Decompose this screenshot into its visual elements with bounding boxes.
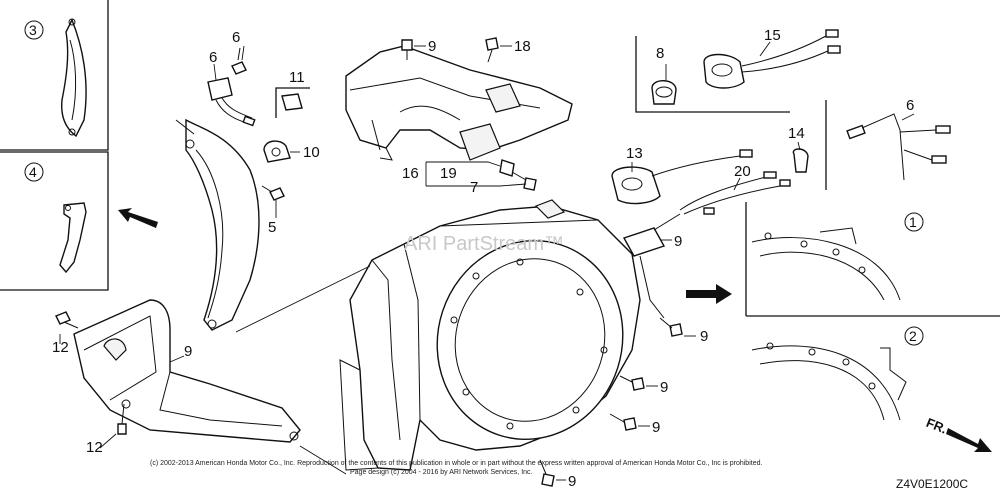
part-9-bolt-cover-a [619, 375, 645, 391]
label-part-9-a[interactable]: 12 [52, 339, 69, 356]
part-12-bolt-b [401, 39, 413, 60]
part-8-switch-harness [703, 29, 841, 89]
part-11-grommet [263, 140, 291, 163]
part-5-lower-guard [73, 299, 301, 443]
label-part-9-c[interactable]: 18 [514, 38, 531, 55]
part-19-bolt [511, 171, 537, 191]
label-part-9-b[interactable]: 12 [86, 439, 103, 456]
callout-1[interactable]: 1 [909, 214, 917, 230]
front-arrow-icon [946, 428, 992, 452]
part-15-clip [792, 148, 809, 173]
label-part-16[interactable]: 19 [440, 165, 457, 182]
label-part-14[interactable]: 20 [734, 163, 751, 180]
label-part-13[interactable]: 8 [656, 45, 664, 62]
leader-lines [59, 41, 915, 481]
part-12-bolt-a [231, 47, 247, 75]
part-upper-shroud [345, 45, 573, 161]
label-part-6-b[interactable]: 9 [674, 233, 682, 250]
arrow-left-icon [118, 208, 158, 228]
arrow-right-icon [686, 284, 732, 304]
inset-panel-top-right [635, 36, 827, 190]
part-3-shroud-side [60, 18, 87, 138]
detail-inset-1 [745, 202, 1000, 317]
part-13-grommet [651, 80, 677, 105]
inset-panels-left [0, 0, 109, 291]
label-part-17[interactable]: 11 [289, 69, 305, 86]
label-part-7[interactable]: 13 [626, 145, 643, 162]
label-part-8[interactable]: 15 [764, 27, 781, 44]
part-4-bracket [59, 202, 87, 274]
part-6-switch-unit [622, 213, 681, 319]
copyright-line-2: Page design (c) 2004 - 2016 by ARI Netwo… [350, 469, 533, 476]
part-9-bolt-cover-b [609, 413, 637, 431]
label-part-9-g[interactable]: 9 [568, 473, 576, 490]
part-20-wire [846, 113, 951, 181]
label-part-18[interactable]: 16 [402, 165, 419, 182]
label-part-6-a[interactable]: 6 [209, 49, 217, 66]
label-part-9-d[interactable]: 9 [700, 328, 708, 345]
callout-4[interactable]: 4 [29, 164, 37, 180]
label-part-15[interactable]: 14 [788, 125, 805, 142]
label-part-12-b[interactable]: 9 [428, 38, 436, 55]
label-part-5[interactable]: 9 [184, 343, 192, 360]
part-6-switch-clip [207, 77, 256, 127]
label-part-20[interactable]: 6 [906, 97, 914, 114]
part-9-bolt-top [485, 37, 499, 63]
part-17-clip [275, 87, 310, 118]
label-part-10[interactable]: 5 [268, 219, 276, 236]
detail-inset-2 [751, 326, 924, 421]
part-side-shroud [175, 118, 260, 331]
part-9-bolt-left-b [117, 403, 127, 435]
part-fan-cover [339, 199, 641, 471]
label-part-19[interactable]: 7 [470, 179, 478, 196]
front-direction-label: FR. [924, 415, 949, 437]
callout-2[interactable]: 2 [909, 328, 917, 344]
part-16-spacer [499, 159, 515, 177]
drawing-code: Z4V0E1200C [896, 477, 968, 491]
label-part-9-f[interactable]: 9 [652, 419, 660, 436]
part-7-engine-switch [611, 149, 753, 205]
part-9-bolt-left-a [55, 311, 79, 329]
part-9-bolt-right [659, 317, 683, 337]
watermark: ARI PartStream™ [404, 233, 564, 255]
part-14-harness [679, 171, 791, 215]
label-part-9-e[interactable]: 9 [660, 379, 668, 396]
part-10-bolt [261, 185, 285, 201]
part-9-bolt-cover-c [539, 459, 555, 487]
label-part-11[interactable]: 10 [303, 144, 320, 161]
copyright-line-1: (c) 2002-2013 American Honda Motor Co., … [150, 460, 762, 467]
callout-3[interactable]: 3 [29, 22, 37, 38]
label-part-12-a[interactable]: 6 [232, 29, 240, 46]
